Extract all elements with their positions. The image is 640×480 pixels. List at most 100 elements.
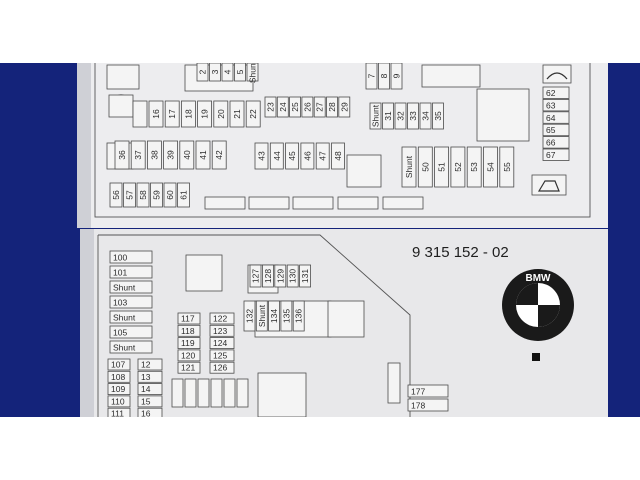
fuse-slot <box>369 102 382 130</box>
fuse-number: 36 <box>117 150 127 160</box>
fuse-slot <box>382 102 394 130</box>
fuse-number: 23 <box>266 102 276 112</box>
fuse-slot-long <box>382 196 424 210</box>
fuse-number: 27 <box>315 102 325 112</box>
seat-icon <box>537 180 560 192</box>
fuse-slot <box>177 182 190 208</box>
fuse-slot <box>249 264 262 288</box>
fuse-slot <box>234 63 246 82</box>
fuse-number: 3 <box>210 69 220 74</box>
fuse-slot <box>261 264 274 288</box>
fuse-slot <box>109 265 153 279</box>
fuse-number: 42 <box>214 150 224 160</box>
fuse-slot <box>109 250 153 264</box>
fuse-slot <box>213 100 229 128</box>
fuse-slot <box>542 148 570 161</box>
fuse-number: 26 <box>302 102 312 112</box>
fuse-number: 136 <box>294 309 304 323</box>
fuse-slot <box>137 383 163 396</box>
fuse-slot <box>223 378 236 408</box>
fuse-slot <box>137 395 163 408</box>
fuse-slot <box>177 324 201 337</box>
relay-block <box>257 372 307 417</box>
fuse-number: 125 <box>213 350 227 360</box>
fuse-number: 32 <box>396 111 406 121</box>
fuse-number: 47 <box>318 151 328 161</box>
fuse-number: 119 <box>181 338 195 348</box>
relay-block <box>421 64 481 88</box>
fuse-number: 16 <box>151 109 161 119</box>
fuse-number: 121 <box>181 363 195 373</box>
fuse-slot <box>466 146 482 188</box>
fuse-number: 45 <box>287 151 297 161</box>
fuse-number: 126 <box>213 363 227 373</box>
fuse-slot <box>177 349 201 362</box>
fuse-slot <box>378 63 390 90</box>
fuse-slot <box>109 280 153 294</box>
fuse-number: 28 <box>327 102 337 112</box>
fuse-number: 111 <box>111 409 124 417</box>
fuse-number: Shunt <box>113 343 136 353</box>
fuse-number: 134 <box>269 309 279 323</box>
fuse-number: 100 <box>113 253 127 263</box>
fuse-number: Shunt <box>113 283 136 293</box>
fuse-number: 62 <box>546 88 556 98</box>
fuse-slot <box>109 340 153 354</box>
fuse-slot <box>109 182 123 208</box>
fuse-number: 66 <box>546 138 556 148</box>
fuse-number: 128 <box>263 269 273 283</box>
fuse-slot-long <box>248 196 290 210</box>
fuse-number: 25 <box>290 102 300 112</box>
fuse-slot <box>184 378 197 408</box>
fuse-slot <box>107 370 131 383</box>
fuse-slot <box>211 140 227 170</box>
fuse-number: 64 <box>546 113 556 123</box>
fuse-slot <box>136 182 150 208</box>
panel-border <box>94 63 591 218</box>
fuse-slot <box>407 398 449 412</box>
fuse-number: 17 <box>167 109 177 119</box>
part-number: 9 315 152 - 02 <box>412 244 509 261</box>
fuse-number: 63 <box>546 100 556 110</box>
fuse-slot <box>483 146 498 188</box>
fuse-slot <box>264 96 277 118</box>
fuse-slot <box>137 358 163 371</box>
fuse-slot <box>164 100 180 128</box>
fuse-number: 129 <box>275 269 285 283</box>
fuse-number: 61 <box>179 190 189 200</box>
bmw-logo-quadrant <box>538 305 560 327</box>
fuse-number: 118 <box>181 326 195 336</box>
fuse-number: 9 <box>392 73 402 78</box>
fuse-slot <box>209 361 235 374</box>
fuse-slot <box>407 102 419 130</box>
fuse-number: 127 <box>251 269 261 283</box>
fuse-number: 120 <box>181 350 195 360</box>
fuse-slot <box>301 96 314 118</box>
bottom-fuse-diagram: 9 315 152 - 02100101Shunt103Shunt105Shun… <box>97 234 574 417</box>
fuse-slot <box>195 140 211 170</box>
fuse-slot <box>181 100 196 128</box>
fuse-number: 67 <box>546 150 556 160</box>
fuse-number: 59 <box>152 190 162 200</box>
fuse-number: 117 <box>181 314 195 324</box>
fuse-slot <box>542 86 570 99</box>
fuse-number: 103 <box>113 298 127 308</box>
fuse-slot <box>177 337 201 349</box>
fuse-slot <box>387 362 401 404</box>
fuse-slot <box>114 140 130 170</box>
fuse-number: 52 <box>453 162 463 172</box>
fuse-number: 39 <box>166 150 176 160</box>
fuse-number: 13 <box>141 372 151 382</box>
fuse-number: 105 <box>113 328 127 338</box>
fuse-number: 108 <box>111 372 125 382</box>
fuse-number: 55 <box>502 162 512 172</box>
fuse-number: 19 <box>200 109 210 119</box>
fuse-number: 34 <box>421 111 431 121</box>
fuse-slot <box>109 310 153 324</box>
fuse-slot <box>280 300 293 332</box>
fuse-slot <box>254 142 269 170</box>
fuse-number: 56 <box>111 190 121 200</box>
fuse-number: 4 <box>223 69 233 74</box>
